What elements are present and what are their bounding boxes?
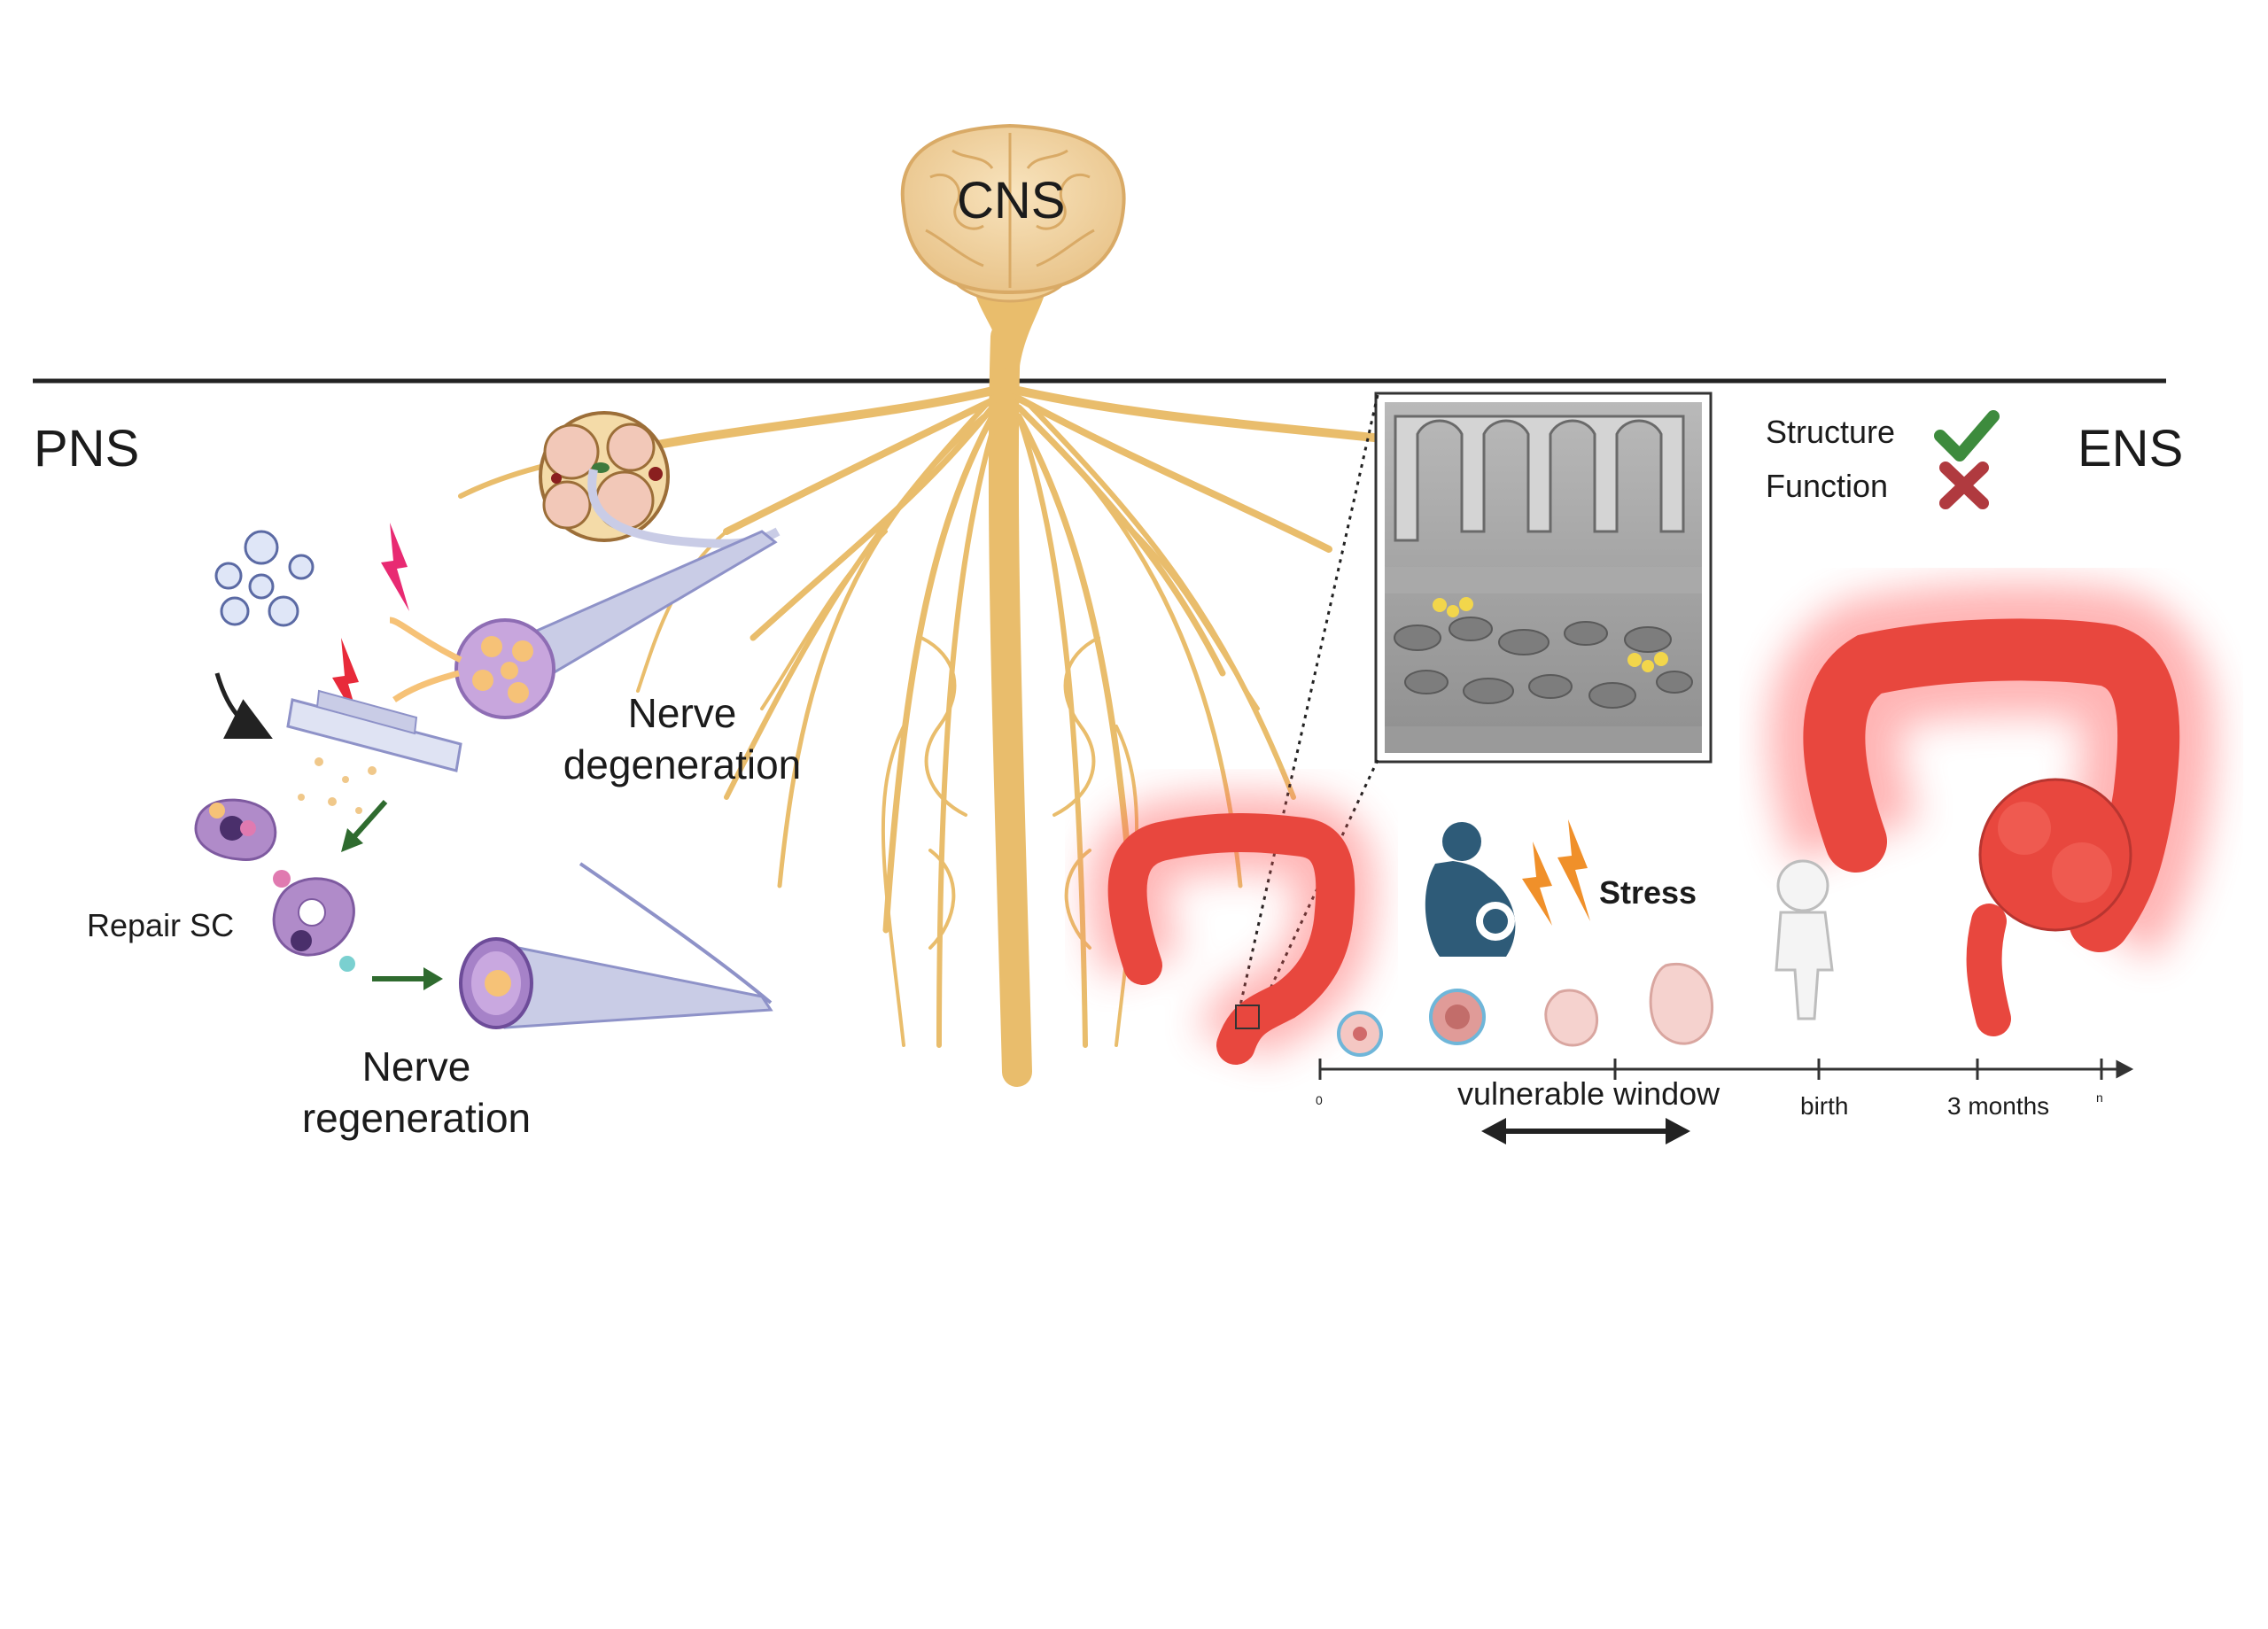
nerve-regeneration-label: Nerve regeneration (284, 1041, 549, 1144)
fetus-icon (1649, 963, 1714, 1045)
nerve-regeneration-line1: Nerve (361, 1043, 471, 1090)
legend-function-label: Function (1766, 468, 1889, 504)
check-mark-icon (1934, 410, 2000, 462)
infant-icon (1775, 859, 1834, 1020)
pregnant-woman-icon (1425, 822, 1516, 957)
nerve-regeneration-line2: regeneration (301, 1095, 532, 1141)
ens-label: ENS (2078, 420, 2184, 477)
repair-schwann-cell-icon (272, 870, 355, 972)
developmental-stages (1337, 859, 1834, 1057)
timeline-axis (1318, 1059, 2134, 1080)
regeneration-arrowhead-icon (423, 967, 443, 990)
timeline-birth-label: birth (1800, 1092, 1849, 1120)
inflamed-colon-small (1087, 793, 1376, 1065)
virus-particles-icon (214, 530, 315, 627)
nerve-cross-section (539, 411, 781, 548)
inflamed-colon-large (1767, 583, 2216, 1036)
gut-histology-inset (1374, 392, 1713, 764)
degenerating-axon (389, 530, 778, 719)
repair-arrowhead-icon (341, 828, 363, 852)
degenerating-fiber-debris (286, 689, 462, 814)
legend-structure-label: Structure (1766, 414, 1896, 450)
macrophage-icon (194, 798, 277, 861)
vulnerable-window-label: vulnerable window (1457, 1075, 1720, 1112)
nerve-degeneration-label: Nerve degeneration (532, 687, 833, 790)
nerve-degeneration-line1: Nerve (627, 690, 737, 736)
stress-label: Stress (1599, 874, 1697, 911)
early-embryo-icon (1544, 989, 1599, 1047)
degeneration-arrow-icon (214, 672, 273, 739)
timeline-end-label: n (2096, 1090, 2103, 1105)
nerve-degeneration-line2: degeneration (563, 741, 802, 787)
stress-lightning-icon (1522, 819, 1590, 926)
timeline-3-months-label: 3 months (1947, 1092, 2050, 1120)
timeline-start-label: 0 (1316, 1093, 1323, 1107)
repair-arrow-icon (347, 800, 388, 843)
cross-mark-icon (1939, 462, 1989, 509)
pns-label: PNS (34, 420, 140, 477)
repair-sc-label: Repair SC (87, 907, 235, 943)
vulnerable-window-arrow (1481, 1118, 1690, 1144)
zoom-line-top (1239, 394, 1379, 1006)
cns-label: CNS (957, 172, 1066, 229)
regenerating-axon (459, 862, 773, 1029)
brain-illustration (900, 123, 1126, 372)
